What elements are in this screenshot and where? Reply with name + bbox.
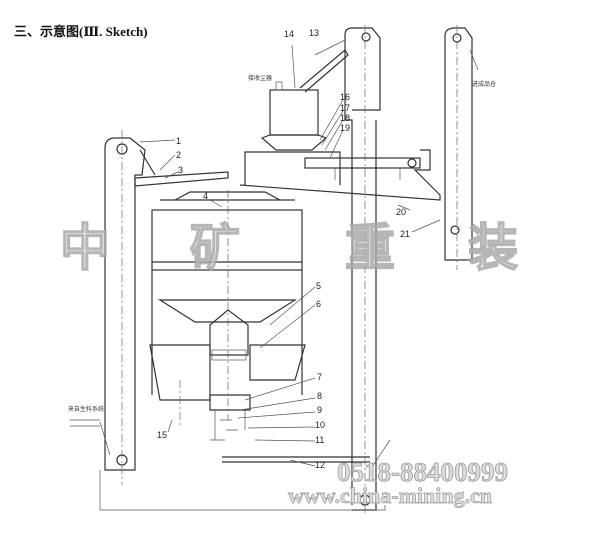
callout-4: 4 <box>203 191 208 201</box>
callout-18: 18 <box>340 113 350 123</box>
note-dust-collector: 接收尘器 <box>248 74 272 82</box>
watermark-char: 重 <box>345 219 395 277</box>
callout-5: 5 <box>316 281 321 291</box>
callout-13: 13 <box>309 28 319 38</box>
right-bucket-elevator <box>444 25 473 270</box>
note-from-raw-system: 来自生料系统 <box>68 405 104 413</box>
callout-10: 10 <box>315 420 325 430</box>
callout-1: 1 <box>176 136 181 146</box>
callout-20: 20 <box>396 207 406 217</box>
callout-8: 8 <box>317 391 322 401</box>
watermark: 中 矿 重 装 0518-88400999 www.china-mining.c… <box>59 218 519 508</box>
cyclone-collector <box>244 81 341 185</box>
callout-leaders <box>139 39 479 467</box>
callout-6: 6 <box>316 299 321 309</box>
callout-17: 17 <box>340 103 350 113</box>
callout-2: 2 <box>176 150 181 160</box>
separator-body <box>149 190 306 441</box>
callout-14: 14 <box>284 29 294 39</box>
left-bucket-elevator <box>70 130 146 485</box>
callout-3: 3 <box>178 165 183 175</box>
callout-9: 9 <box>317 405 322 415</box>
page-title: 三、示意图(Ⅲ. Sketch) <box>14 24 148 39</box>
callout-16: 16 <box>340 92 350 102</box>
feed-chute <box>134 149 229 187</box>
watermark-phone: 0518-88400999 <box>337 457 508 487</box>
callout-21: 21 <box>400 229 410 239</box>
air-pipe <box>222 456 370 463</box>
return-line <box>99 470 386 511</box>
watermark-char: 装 <box>468 219 518 277</box>
callout-12: 12 <box>315 460 325 470</box>
belt-conveyor <box>239 149 441 201</box>
note-to-product-silo: 进成品仓 <box>472 80 496 88</box>
watermark-website: www.china-mining.cn <box>288 483 492 508</box>
callout-19: 19 <box>340 123 350 133</box>
watermark-char: 矿 <box>190 219 240 277</box>
callout-15: 15 <box>157 430 167 440</box>
callout-7: 7 <box>317 372 322 382</box>
callout-11: 11 <box>315 435 324 445</box>
watermark-char: 中 <box>60 219 110 277</box>
